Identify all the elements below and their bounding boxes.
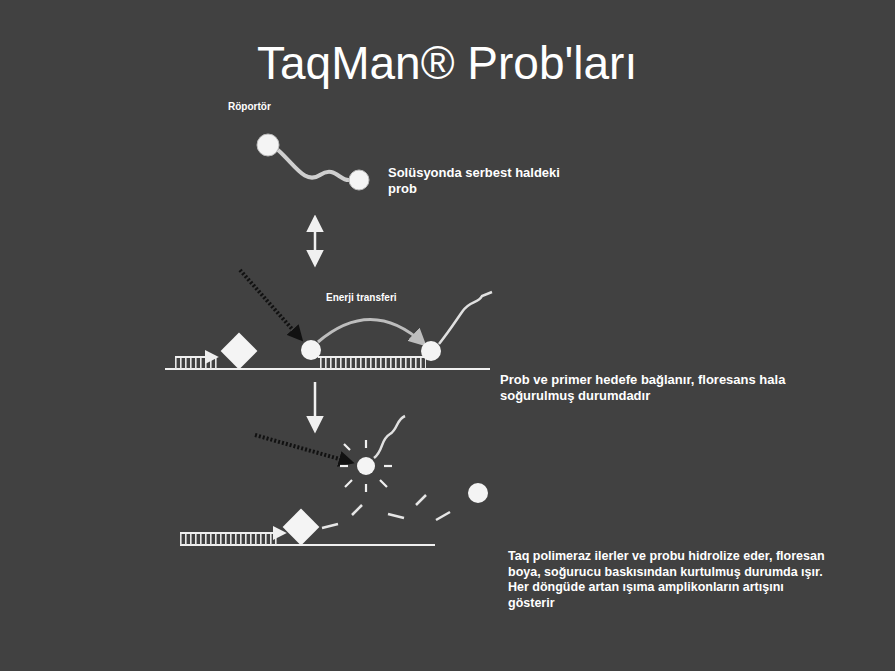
hydrolyzed-probe <box>180 416 488 545</box>
step-arrow <box>314 382 317 430</box>
reporter-label: Röportör <box>228 101 318 114</box>
slide-title: TaqMan® Prob'ları <box>257 36 637 90</box>
bound-probe <box>165 270 492 369</box>
free-probe <box>257 134 369 190</box>
probe-note: Solüsyonda serbest haldeki prob <box>388 165 563 198</box>
energy-transfer-label: Enerji transferi <box>326 292 436 305</box>
binding-note: Prob ve primer hedefe bağlanır, floresan… <box>500 372 840 405</box>
hydrolysis-note: Taq polimeraz ilerler ve probu hidrolize… <box>508 549 828 612</box>
equilibrium-arrow <box>314 218 317 264</box>
